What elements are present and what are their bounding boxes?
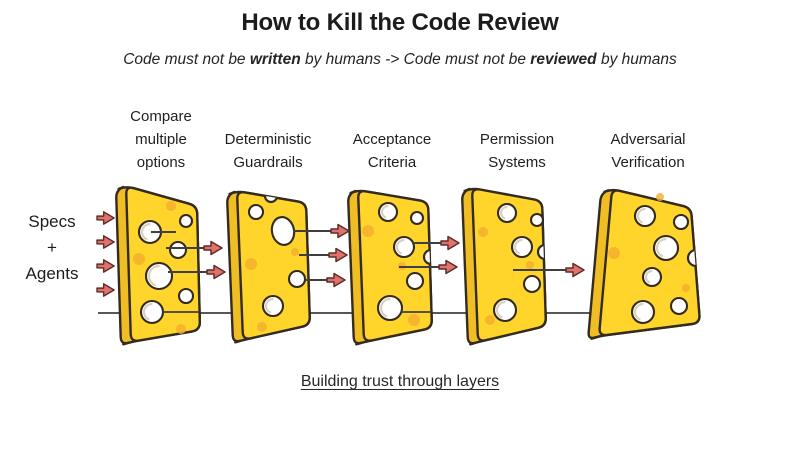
cheese-hole: [247, 203, 265, 221]
subtitle-text: by humans: [596, 51, 677, 68]
cheese-hole: [405, 271, 425, 291]
cheese-bite: [536, 243, 546, 261]
arrow-head-icon: [438, 259, 458, 275]
cheese-hole: [168, 240, 188, 260]
cheese-hole-shading: [147, 264, 171, 288]
cheese-hole: [177, 287, 195, 305]
cheese-slice-3: [347, 189, 433, 346]
flow-arrow: [293, 223, 350, 239]
cheese-hole-shading: [495, 300, 515, 320]
input-arrow-icon: [96, 235, 115, 249]
flow-arrow: [513, 262, 585, 278]
subtitle-text: by humans -> Code must not be: [300, 51, 531, 68]
cheese-slice-4: [461, 187, 547, 346]
layer-label-compare-multiple-options: Compare multiple options: [130, 108, 192, 171]
cheese-hole: [669, 296, 689, 316]
subtitle-text: Code must not be: [123, 51, 250, 68]
cheese-slice-face: [357, 189, 433, 342]
arrow-head-icon: [440, 235, 460, 251]
caption: Building trust through layers: [300, 373, 500, 390]
input-arrow-icon: [96, 211, 115, 225]
cheese-spot: [176, 324, 186, 334]
cheese-hole-shading: [140, 222, 160, 242]
flow-arrow: [305, 272, 346, 288]
cheese-hole-shading: [655, 237, 677, 259]
cheese-hole: [672, 213, 690, 231]
cheese-spot: [682, 284, 690, 292]
cheese-spot: [166, 201, 176, 211]
layer-label-adversarial-verification: Adversarial Verification: [610, 131, 686, 171]
cheese-spot: [291, 248, 299, 256]
cheese-hole: [270, 216, 296, 246]
cheese-slice-face: [471, 188, 547, 342]
flow-arrow: [399, 259, 458, 275]
cheese-hole: [522, 274, 542, 294]
cheese-slice-2: [226, 190, 311, 344]
flow-arrow: [299, 247, 348, 263]
layer-label-deterministic-guardrails: Deterministic Guardrails: [224, 131, 312, 171]
cheese-spot: [398, 262, 406, 270]
cheese-hole-shading: [636, 207, 654, 225]
cheese-spot: [656, 193, 664, 201]
cheese-hole-shading: [513, 238, 531, 256]
arrow-head-icon: [565, 262, 585, 278]
cheese-spot: [257, 322, 267, 332]
arrow-head-icon: [328, 247, 348, 263]
page-title: How to Kill the Code Review: [241, 9, 559, 36]
subtitle-bold-reviewed: reviewed: [530, 51, 597, 68]
cheese-hole-shading: [644, 269, 660, 285]
cheese-slice-1: [115, 185, 202, 346]
flow-arrow: [412, 235, 460, 251]
cheese-spot: [408, 314, 420, 326]
cheese-hole: [178, 213, 194, 229]
cheese-hole: [409, 210, 425, 226]
arrow-head-icon: [203, 240, 223, 256]
arrow-head-icon: [326, 272, 346, 288]
cheese-hole: [529, 212, 545, 228]
cheese-hole-shading: [379, 297, 401, 319]
cheese-slice-5: [587, 188, 701, 340]
subtitle-bold-written: written: [249, 51, 301, 68]
cheese-spot: [362, 225, 374, 237]
cheese-hole-shading: [499, 205, 515, 221]
cheese-hole-shading: [142, 302, 162, 322]
cheese-spot: [526, 261, 534, 269]
cheese-hole-shading: [264, 297, 282, 315]
layer-label-permission-systems: Permission Systems: [479, 131, 555, 171]
arrow-head-icon: [206, 264, 226, 280]
cheese-spot: [133, 253, 145, 265]
input-label-specs-agents: Specs + Agents: [25, 212, 79, 283]
input-arrow-icon: [96, 259, 115, 273]
arrow-head-icon: [330, 223, 350, 239]
cheese-spot: [478, 227, 488, 237]
cheese-hole-shading: [395, 238, 413, 256]
cheese-spot: [608, 247, 620, 259]
input-arrow-icon: [96, 283, 115, 297]
flow-arrow: [166, 240, 223, 256]
subtitle: Code must not be written by humans -> Co…: [0, 51, 800, 69]
layer-label-acceptance-criteria: Acceptance Criteria: [352, 131, 432, 171]
cheese-spot: [245, 258, 257, 270]
cheese-hole-shading: [380, 204, 396, 220]
cheese-hole: [287, 269, 307, 289]
cheese-spot: [485, 315, 495, 325]
flow-arrow: [168, 264, 226, 280]
